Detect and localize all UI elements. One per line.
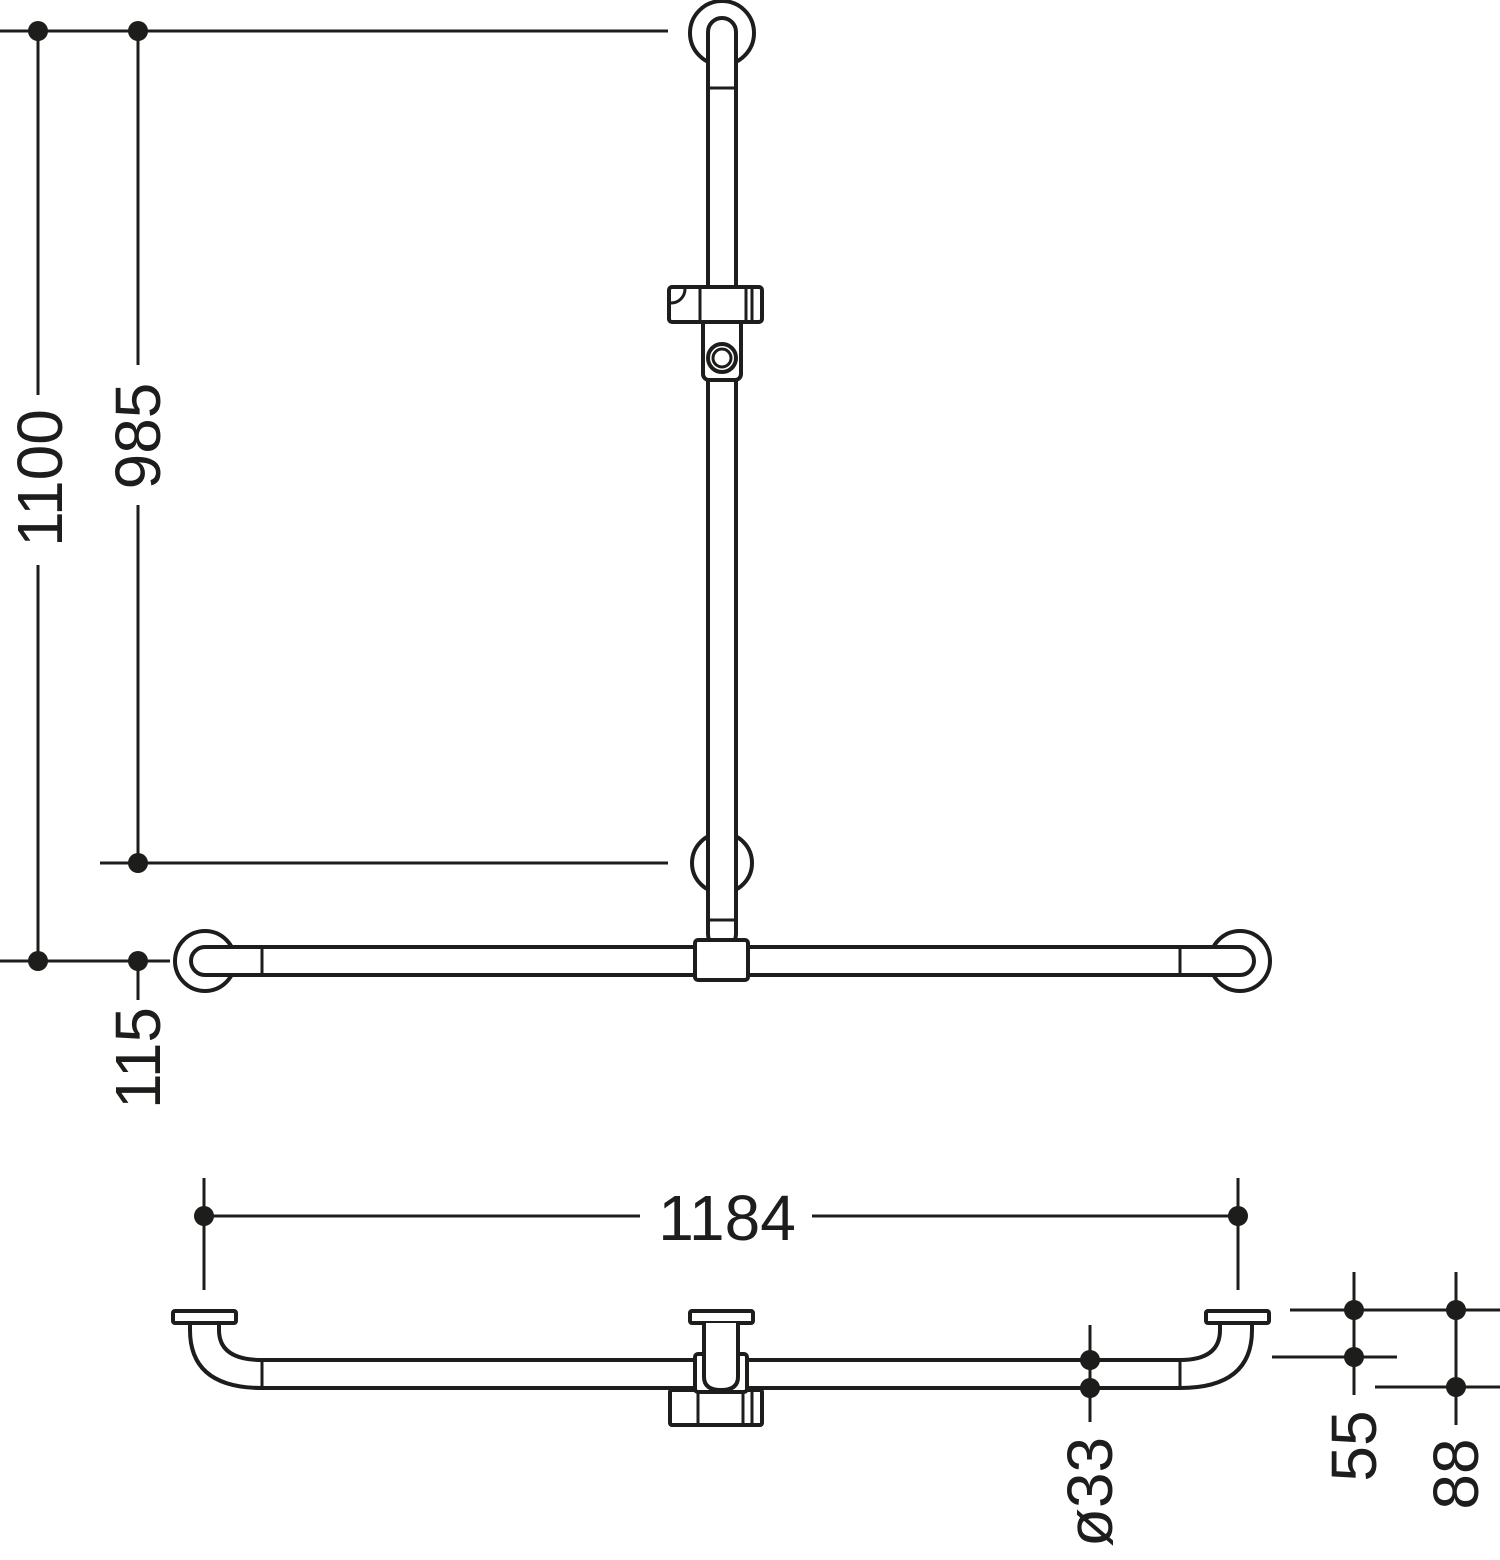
shower-head-holder [667,285,764,382]
vertical-rail [706,16,738,950]
dimension-985: 985 [102,383,174,490]
center-post-top-view [702,1323,740,1393]
center-plate-top-view [688,1309,755,1325]
height-dimensions: 1100 985 115 [0,21,668,1109]
right-plate-top-view [1204,1309,1271,1325]
dimension-1100: 1100 [4,409,76,547]
dimension-55: 55 [1318,1410,1390,1481]
dimension-diameter-33: ø33 [1054,1437,1126,1547]
dimension-88: 88 [1420,1438,1492,1509]
top-view [171,1309,1271,1427]
width-dimensions: 1184 ø33 55 88 [194,1178,1500,1547]
t-connector [693,938,750,982]
left-plate-top-view [171,1309,238,1325]
dimension-115: 115 [102,1007,174,1109]
dimension-1184: 1184 [658,1182,796,1254]
rail-top-view [188,1320,1254,1390]
holder-top-view [668,1388,764,1427]
front-view [173,0,1272,993]
